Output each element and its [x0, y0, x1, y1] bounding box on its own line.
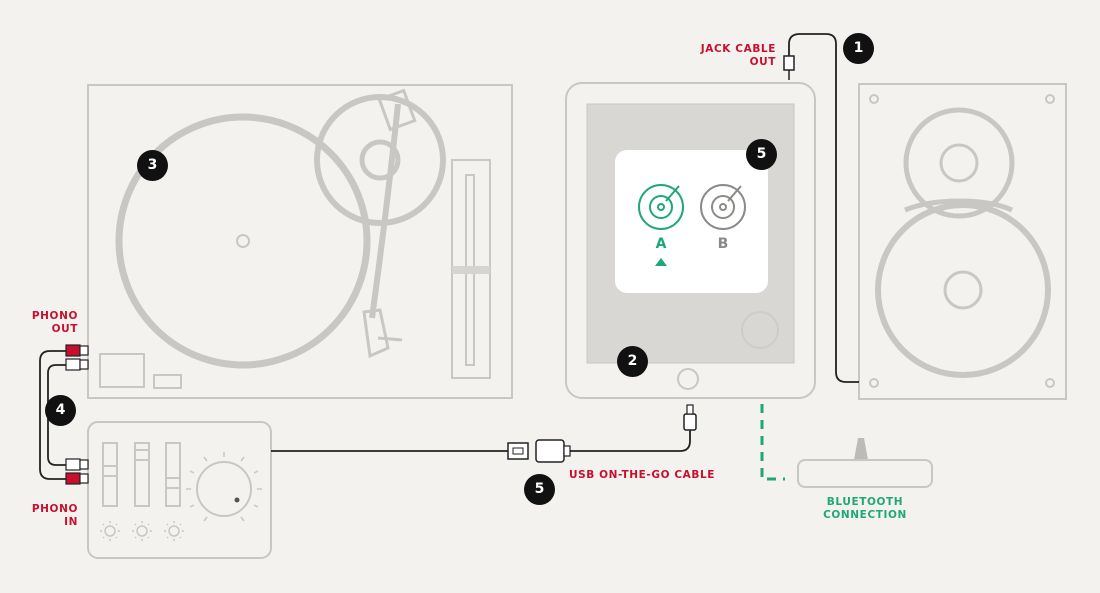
- deck-a-label: A: [655, 236, 667, 252]
- speaker-body: [858, 83, 1067, 400]
- bluetooth-antenna: [854, 438, 868, 460]
- phono-out-label-line2: OUT: [51, 323, 78, 335]
- app-card: [615, 150, 768, 293]
- step-badge-turntable: 3: [137, 150, 168, 181]
- rca-plug-white: [65, 458, 81, 471]
- mixer: [87, 421, 272, 559]
- turntable: [87, 84, 513, 399]
- speaker-tweeter: [903, 107, 1015, 219]
- jack-cable: [788, 33, 859, 383]
- tonearm-pivot: [359, 139, 401, 181]
- start-stop-button: [99, 353, 145, 388]
- step-badge-app: 5: [746, 139, 777, 170]
- jack-cable-label-line2: OUT: [749, 56, 776, 68]
- speed-button: [153, 374, 182, 389]
- jack-plug: [783, 55, 795, 80]
- mixer-gain-knob: [100, 521, 120, 541]
- usb-a-plug: [507, 442, 529, 460]
- pitch-fader-knob: [452, 266, 490, 274]
- usb-otg-cable: [568, 430, 691, 452]
- bluetooth-label-line1: BLUETOOTH: [826, 496, 904, 508]
- rca-plug-red: [65, 472, 81, 485]
- step-badge-jack: 1: [843, 33, 874, 64]
- step-badge-usb: 5: [524, 474, 555, 505]
- tablet: [565, 82, 816, 399]
- vinyl-record-icon: [700, 184, 746, 230]
- triangle-up-icon: [655, 258, 667, 266]
- phono-in-label: PHONO IN: [18, 503, 78, 529]
- phono-in-label-line2: IN: [64, 516, 78, 528]
- bluetooth-transmitter: [760, 404, 933, 488]
- step-badge-tablet: 2: [617, 346, 648, 377]
- phono-out-label-line1: PHONO: [31, 310, 78, 322]
- bluetooth-label-line2: CONNECTION: [823, 509, 907, 521]
- step-badge-mixer: 4: [45, 395, 76, 426]
- speaker: [858, 83, 1067, 400]
- phono-in-label-line1: PHONO: [31, 503, 78, 515]
- tonearm: [369, 103, 401, 319]
- rca-plug-red: [65, 344, 81, 357]
- bluetooth-device-body: [797, 459, 933, 488]
- turntable-body: [87, 84, 513, 399]
- phono-out-label: PHONO OUT: [18, 310, 78, 336]
- mixer-gain-knob: [132, 521, 152, 541]
- tablet-body: [565, 82, 816, 399]
- rca-plugs: [65, 344, 89, 485]
- usb-cable-label: USB ON-THE-GO CABLE: [569, 469, 716, 481]
- usb-connectors: [507, 404, 697, 463]
- lightning-plug: [683, 413, 697, 431]
- tonearm-headshell: [362, 308, 390, 359]
- usb-otg-adapter: [535, 439, 565, 463]
- turntable-platter: [115, 113, 371, 369]
- home-button-icon: [677, 368, 699, 390]
- jack-cable-label: JACK CABLE OUT: [676, 43, 776, 69]
- bluetooth-label: BLUETOOTH CONNECTION: [800, 496, 930, 522]
- bluetooth-link: [760, 404, 785, 481]
- mixer-gain-knob: [164, 521, 184, 541]
- mixer-body: [87, 421, 272, 559]
- tonearm-counterweight: [377, 88, 417, 132]
- jack-cable-label-line1: JACK CABLE: [700, 43, 776, 55]
- mixer-volume-knob: [196, 461, 252, 517]
- turntable-spindle: [236, 234, 250, 248]
- cables: [39, 33, 859, 480]
- rca-plug-white: [65, 358, 81, 371]
- vinyl-record-icon: [638, 184, 684, 230]
- phono-cable-outer: [39, 350, 66, 480]
- tonearm-base: [314, 94, 446, 226]
- speaker-woofer: [875, 202, 1051, 378]
- deck-b-label: B: [717, 236, 729, 252]
